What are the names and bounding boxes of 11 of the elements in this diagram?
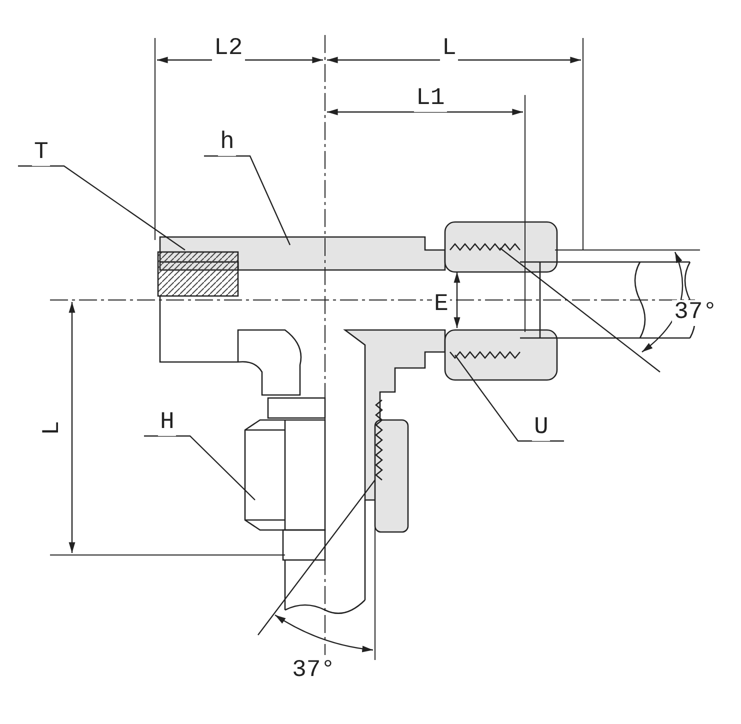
dimension-label: L2 bbox=[212, 36, 245, 62]
leader-line bbox=[144, 435, 256, 500]
callout-letter: H bbox=[158, 410, 176, 436]
leader-line bbox=[204, 155, 291, 246]
dimension-label: L1 bbox=[414, 86, 447, 112]
dimension-label: L bbox=[440, 36, 458, 62]
callout-letter: h bbox=[218, 130, 236, 156]
callout-letter: T bbox=[32, 140, 50, 166]
callout-letter: U bbox=[532, 415, 550, 441]
leader-line bbox=[18, 165, 186, 250]
leader-line bbox=[454, 354, 564, 442]
